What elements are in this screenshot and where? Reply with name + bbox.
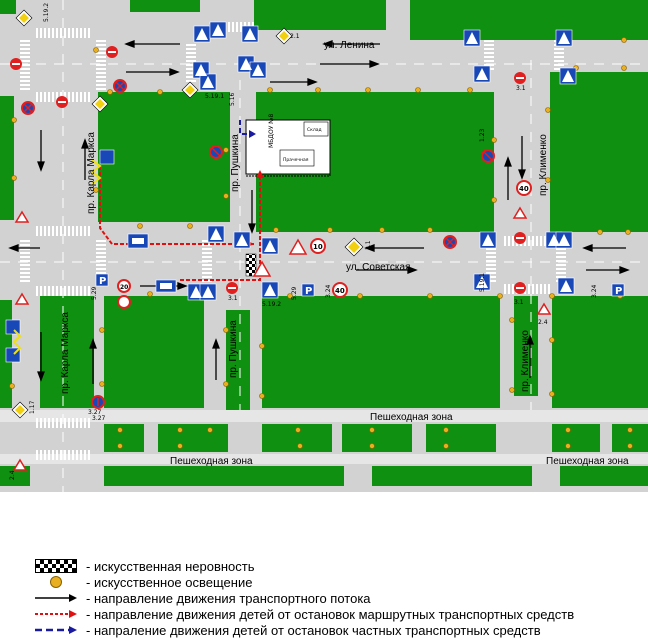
speed-bump xyxy=(245,253,257,277)
school-name: МБДОУ №8 xyxy=(268,113,275,148)
blue-dashed-arrow-icon xyxy=(35,626,77,634)
parking-label-1: P xyxy=(99,276,106,287)
code-5-16: 5.16 xyxy=(229,92,236,106)
pedestrian-crossing-signs xyxy=(5,21,577,363)
lamp-icon xyxy=(50,576,62,588)
legend-children-route-private: - напраление движения детей от остановок… xyxy=(32,622,541,638)
stop-zigzag-markings xyxy=(12,159,102,355)
sidewalks xyxy=(0,410,648,464)
street-klimenko-top: пр. Клименко xyxy=(538,134,549,196)
no-entry-signs xyxy=(10,46,526,294)
street-klimenko-bottom: пр. Клименко xyxy=(520,330,531,392)
traffic-arrows xyxy=(8,40,630,384)
code-3-1-a: 3.1 xyxy=(516,85,526,92)
pedestrian-zone-right: Пешеходная зона xyxy=(370,412,453,423)
street-karla-marksa-top: пр. Карла Маркса xyxy=(86,132,97,214)
speed-10: 10 xyxy=(313,243,323,251)
street-pushkina-bottom: пр. Пушкина xyxy=(228,320,239,378)
parking-label-2: P xyxy=(305,286,312,297)
speed-40-a: 40 xyxy=(335,287,345,295)
bus-stop-signs xyxy=(127,233,177,293)
code-2-4-b: 2.4 xyxy=(538,319,548,326)
parking-label-3: P xyxy=(615,286,622,297)
street-pushkina-top: пр. Пушкина xyxy=(230,134,241,192)
traffic-scheme-map: МБДОУ №8 Склад Прачечная xyxy=(0,0,648,492)
grass-blocks xyxy=(0,0,648,486)
code-5-29-b: 5.29 xyxy=(91,286,98,300)
code-3-27-b: 3.27 xyxy=(92,415,106,422)
code-5-19-2-a: 5.19.2 xyxy=(43,3,50,22)
route-private-transport xyxy=(239,120,252,135)
no-stopping-signs xyxy=(21,79,495,409)
warning-triangle-signs xyxy=(12,206,552,471)
map-legend: - искусственная неровность - искусственн… xyxy=(0,548,648,643)
legend-lighting: - искусственное освещение xyxy=(32,574,252,590)
code-1-17: 1.17 xyxy=(29,400,36,414)
label-laundry: Прачечная xyxy=(283,157,309,163)
red-dashed-arrow-icon xyxy=(35,610,77,618)
code-2-1-a: 2.1 xyxy=(290,33,300,40)
parking-signs xyxy=(95,273,625,297)
speed-limit-signs xyxy=(117,180,532,309)
street-karla-marksa-bottom: пр. Карла Маркса xyxy=(60,312,71,394)
code-3-1-c: 3.1 xyxy=(228,295,238,302)
speed-20: 20 xyxy=(120,284,128,291)
code-2-1-b: 2.1 xyxy=(365,240,372,250)
code-5-19-2-b: 5.19.2 xyxy=(262,301,281,308)
priority-road-signs xyxy=(11,9,364,419)
crosswalks xyxy=(20,22,566,460)
code-3-24-b: 3.24 xyxy=(591,284,598,298)
code-5-19-1-b: 5.19.1 xyxy=(479,273,486,292)
label-warehouse: Склад xyxy=(307,127,322,133)
route-public-transport xyxy=(99,160,261,281)
route-private-arrowhead xyxy=(249,130,256,138)
speed-bump-icon xyxy=(35,559,77,573)
legend-children-route-public: - направление движения детей от останово… xyxy=(32,606,574,622)
pedestrian-zone-left: Пешеходная зона xyxy=(170,456,253,467)
code-2-4-a: 2.4 xyxy=(9,470,16,480)
code-3-24-a: 3.24 xyxy=(325,284,332,298)
code-5-29-a: 5.29 xyxy=(291,286,298,300)
school-building xyxy=(245,119,331,177)
code-1-23-a: 1.23 xyxy=(479,128,486,142)
black-arrow-icon xyxy=(35,594,77,602)
code-3-1-b: 3.1 xyxy=(514,299,524,306)
street-sovetskaya: ул. Советская xyxy=(346,262,410,273)
legend-traffic-direction: - направление движения транспортного пот… xyxy=(32,590,371,606)
code-5-19-1-a: 5.19.1 xyxy=(205,93,224,100)
pedestrian-zone-right-2: Пешеходная зона xyxy=(546,456,629,467)
legend-speed-bump: - искусственная неровность xyxy=(32,558,255,574)
code-3-27-a: 3.27 xyxy=(88,409,102,416)
street-lenina: ул. Ленина xyxy=(324,40,375,51)
speed-40-b: 40 xyxy=(519,185,529,193)
